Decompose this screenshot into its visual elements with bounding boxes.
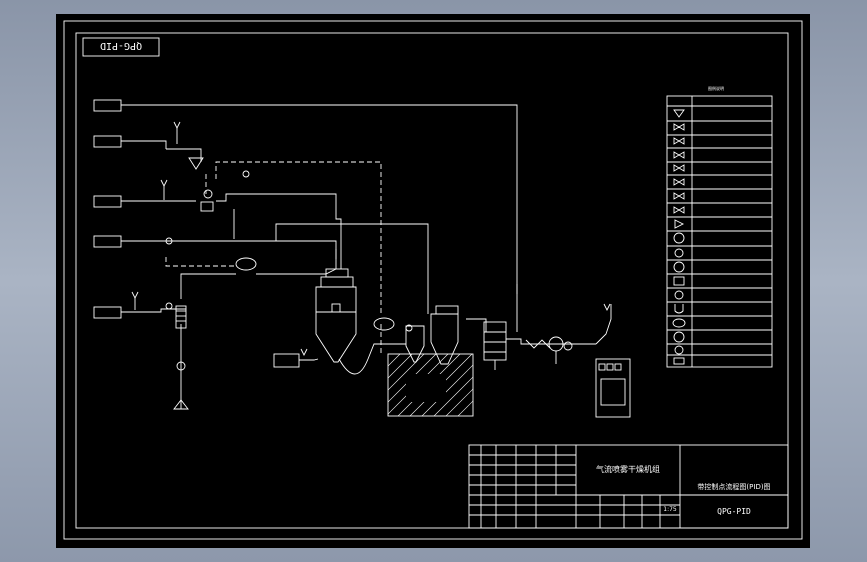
cad-drawing-canvas: QPG-PID xyxy=(56,14,810,548)
hatched-pit xyxy=(387,353,474,417)
outer-frame xyxy=(63,20,803,540)
spray-dryer xyxy=(315,249,357,363)
pid-diagram: QPG-PID xyxy=(63,20,803,540)
scrubber xyxy=(483,321,507,370)
title-block: 气流喷雾干燥机组 带控制点流程图(PID)图 1:75 QPG-PID xyxy=(468,444,789,529)
cyclones xyxy=(405,305,459,365)
exhaust-fan xyxy=(525,336,573,364)
sensor-symbols xyxy=(131,121,611,357)
legend-title: 图例说明 xyxy=(708,85,724,91)
inner-frame xyxy=(75,32,789,529)
legend-table: 图例说明 xyxy=(666,85,773,368)
header-code: QPG-PID xyxy=(100,40,142,51)
instrument-bubbles xyxy=(165,170,413,332)
drawing-number: QPG-PID xyxy=(717,507,751,516)
drawing-title: 带控制点流程图(PID)图 xyxy=(697,482,770,491)
header-code-box xyxy=(82,37,160,57)
feed-filter xyxy=(188,157,214,212)
feed-boxes xyxy=(93,99,300,368)
scale-value: 1:75 xyxy=(663,506,677,513)
control-cabinet xyxy=(595,358,631,418)
process-lines xyxy=(121,104,612,409)
project-name: 气流喷雾干燥机组 xyxy=(596,464,660,474)
control-lines xyxy=(165,161,382,354)
air-heater xyxy=(173,305,189,410)
